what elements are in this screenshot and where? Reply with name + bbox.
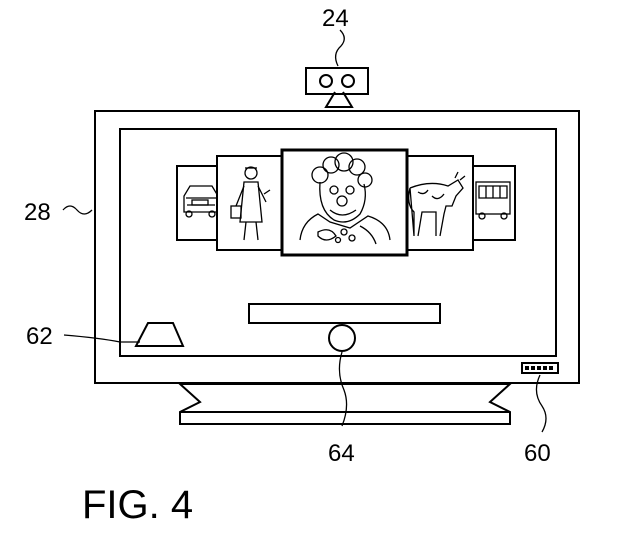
bus-icon bbox=[475, 181, 511, 220]
label-24: 24 bbox=[322, 5, 349, 32]
cow-icon bbox=[408, 171, 466, 237]
leader-line-24 bbox=[334, 29, 345, 67]
leader-line-60 bbox=[535, 374, 547, 433]
car-icon bbox=[183, 185, 219, 218]
leader-line-62 bbox=[63, 334, 140, 343]
camera-device bbox=[305, 67, 369, 108]
person-with-briefcase-icon bbox=[230, 166, 271, 241]
tv-stand bbox=[177, 383, 513, 425]
tv-bezel bbox=[94, 110, 580, 384]
label-64: 64 bbox=[328, 440, 355, 467]
indicator-trapezoid bbox=[134, 322, 185, 347]
receiver-strip bbox=[521, 362, 559, 374]
leader-line-64 bbox=[338, 351, 348, 427]
image-carousel bbox=[176, 148, 516, 257]
label-28: 28 bbox=[24, 199, 51, 226]
label-60: 60 bbox=[524, 440, 551, 467]
carousel-item-cow[interactable] bbox=[400, 155, 474, 251]
label-62: 62 bbox=[26, 323, 53, 350]
clown-icon bbox=[299, 152, 391, 245]
leader-line-28 bbox=[62, 205, 93, 215]
cursor-circle[interactable] bbox=[328, 324, 356, 352]
info-bar bbox=[248, 303, 441, 324]
carousel-item-person[interactable] bbox=[216, 155, 290, 251]
figure-caption: FIG. 4 bbox=[82, 483, 193, 527]
carousel-item-clown-selected[interactable] bbox=[280, 148, 409, 257]
tv-screen bbox=[119, 128, 557, 357]
